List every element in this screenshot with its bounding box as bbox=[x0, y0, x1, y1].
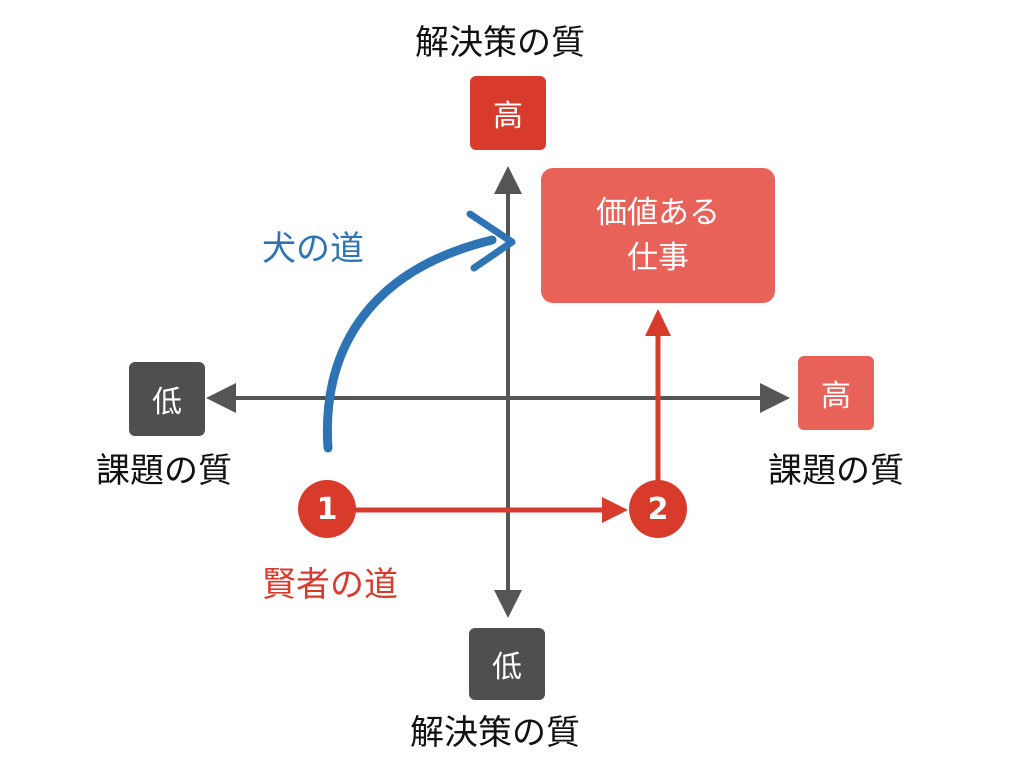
valuable-work-line2: 仕事 bbox=[627, 239, 689, 276]
y-axis-low-badge: 低 bbox=[469, 628, 545, 700]
dog-path-curve bbox=[322, 235, 497, 453]
x-axis-title-left: 課題の質 bbox=[96, 451, 232, 491]
sage-path-vertical-arrowhead bbox=[645, 309, 671, 336]
x-axis-high-badge: 高 bbox=[798, 356, 874, 430]
x-axis-right-arrowhead bbox=[760, 383, 790, 413]
sage-step-1: 1 bbox=[298, 480, 356, 538]
sage-step-2: 2 bbox=[629, 480, 687, 538]
sage-path-horizontal-arrowhead bbox=[602, 497, 628, 523]
valuable-work-line1: 価値ある bbox=[596, 194, 720, 231]
valuable-work-box: 価値ある 仕事 bbox=[541, 168, 775, 303]
sage-path-label: 賢者の道 bbox=[262, 565, 398, 605]
dog-path-label: 犬の道 bbox=[262, 229, 364, 269]
y-axis-title-bottom: 解決策の質 bbox=[410, 713, 580, 753]
dog-path-arrowhead bbox=[466, 210, 516, 272]
y-axis-title-top: 解決策の質 bbox=[415, 23, 585, 63]
x-axis-left-arrowhead bbox=[206, 383, 236, 413]
y-axis-top-arrowhead bbox=[494, 166, 522, 194]
y-axis-high-badge: 高 bbox=[470, 76, 546, 150]
x-axis-low-badge: 低 bbox=[129, 362, 205, 436]
y-axis-bottom-arrowhead bbox=[494, 590, 522, 618]
x-axis-title-right: 課題の質 bbox=[768, 451, 904, 491]
